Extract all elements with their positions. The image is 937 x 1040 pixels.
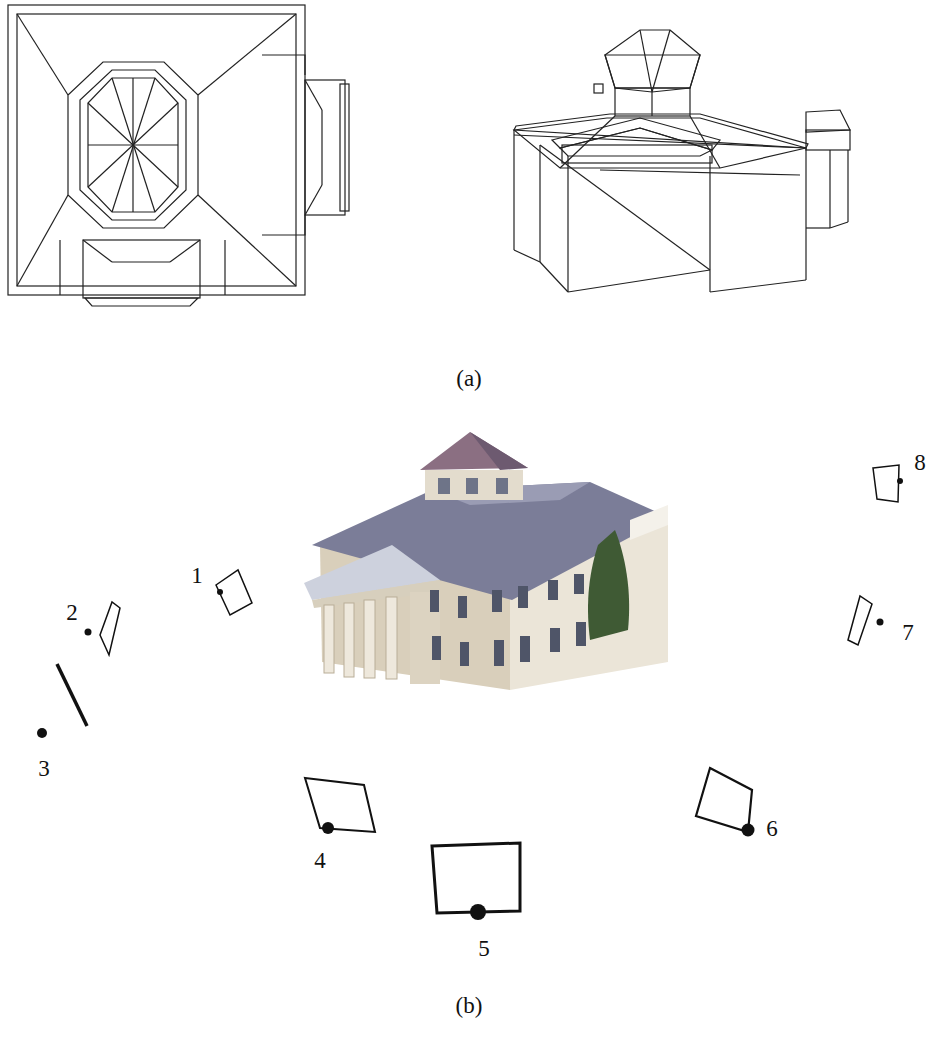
panel-label: (a) bbox=[456, 367, 482, 390]
panel-label: (b) bbox=[456, 994, 483, 1017]
perspective-wireframe bbox=[514, 30, 850, 292]
callout-number: 6 bbox=[766, 817, 778, 840]
callout-number: 2 bbox=[66, 601, 78, 624]
callout-number: 7 bbox=[902, 621, 914, 644]
callout-number: 5 bbox=[478, 937, 490, 960]
callout-number: 3 bbox=[38, 757, 50, 780]
camera-centres bbox=[37, 478, 903, 920]
plan-wireframe bbox=[8, 5, 349, 306]
callout-number: 8 bbox=[914, 451, 926, 474]
building-render bbox=[304, 432, 668, 690]
callout-number: 4 bbox=[314, 849, 326, 872]
camera-frames bbox=[57, 465, 899, 913]
callout-number: 1 bbox=[191, 564, 203, 587]
